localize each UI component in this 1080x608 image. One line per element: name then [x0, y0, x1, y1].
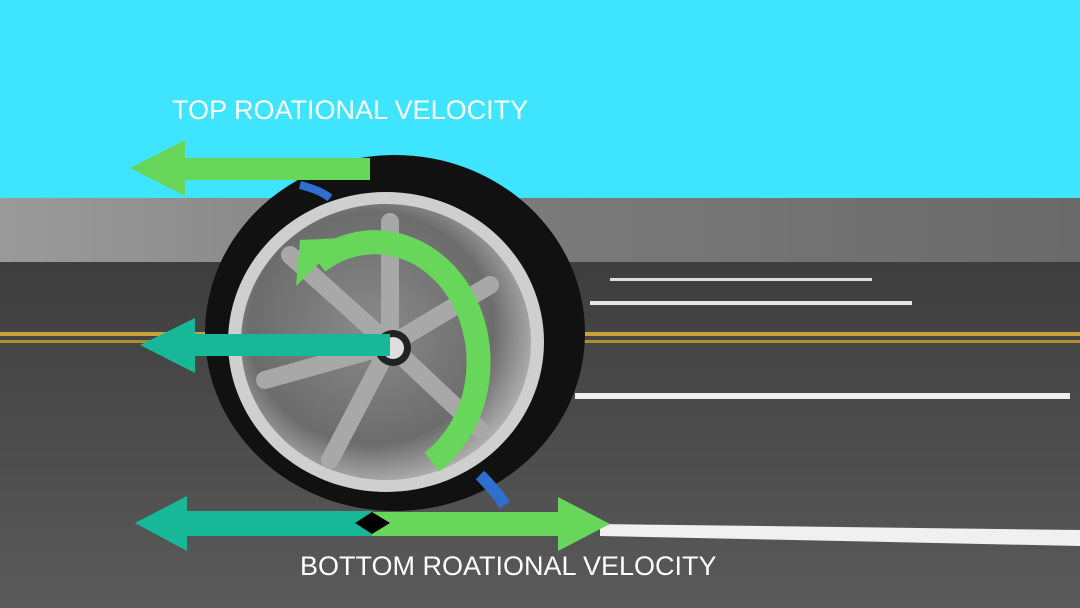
lane-dash [610, 278, 872, 281]
top-velocity-arrow [130, 140, 370, 196]
rotation-arrowhead [296, 238, 345, 286]
bottom-right-velocity-arrow [372, 497, 610, 551]
lane-dash [575, 393, 1070, 399]
rotation-arrow [310, 230, 491, 472]
lane-dash [590, 301, 912, 305]
bottom-left-velocity-arrow [135, 496, 372, 551]
top-velocity-label: TOP ROATIONAL VELOCITY [172, 95, 529, 125]
center-velocity-arrow [140, 318, 390, 373]
bottom-velocity-label: BOTTOM ROATIONAL VELOCITY [300, 551, 717, 581]
contact-point-marker [355, 512, 390, 534]
lane-dash [600, 524, 1080, 546]
wheel [205, 155, 585, 511]
